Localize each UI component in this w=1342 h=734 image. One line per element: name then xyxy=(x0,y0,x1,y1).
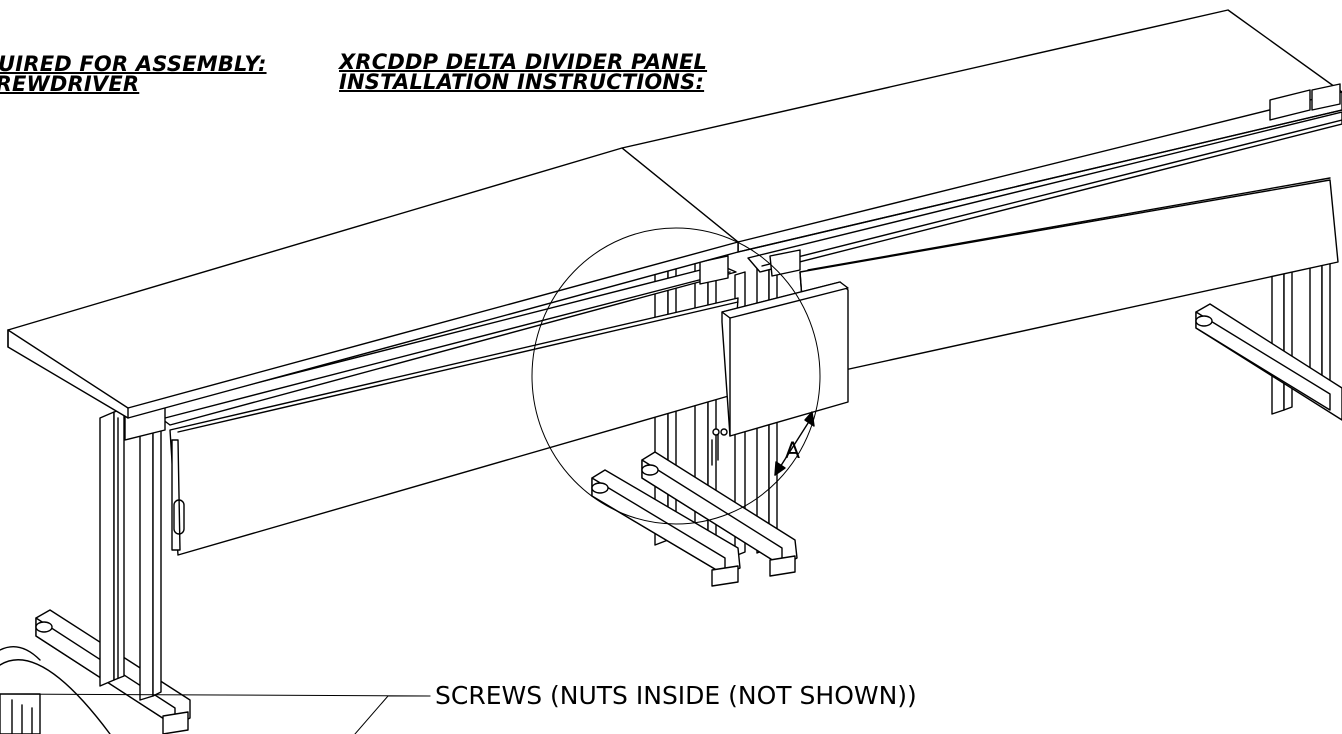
instructions-title: XRCDDP DELTA DIVIDER PANEL INSTALLATION … xyxy=(339,50,708,94)
left-table-legs xyxy=(99,408,162,701)
required-for-assembly-note: QUIRED FOR ASSEMBLY: CREWDRIVER xyxy=(0,52,267,96)
divider-panel xyxy=(711,281,849,466)
screws-label: SCREWS (NUTS INSIDE (NOT SHOWN)) xyxy=(435,681,917,710)
right-feet xyxy=(1195,303,1342,421)
title-line-1: XRCDDP DELTA DIVIDER PANEL xyxy=(339,50,708,74)
required-line-1: QUIRED FOR ASSEMBLY: xyxy=(0,52,267,76)
required-line-2: CREWDRIVER xyxy=(0,72,140,96)
detail-circle-a xyxy=(531,227,821,525)
detail-label-a: A xyxy=(785,439,800,464)
left-table xyxy=(7,147,739,556)
screws-leader xyxy=(0,693,431,734)
title-line-2: INSTALLATION INSTRUCTIONS: xyxy=(339,70,705,94)
